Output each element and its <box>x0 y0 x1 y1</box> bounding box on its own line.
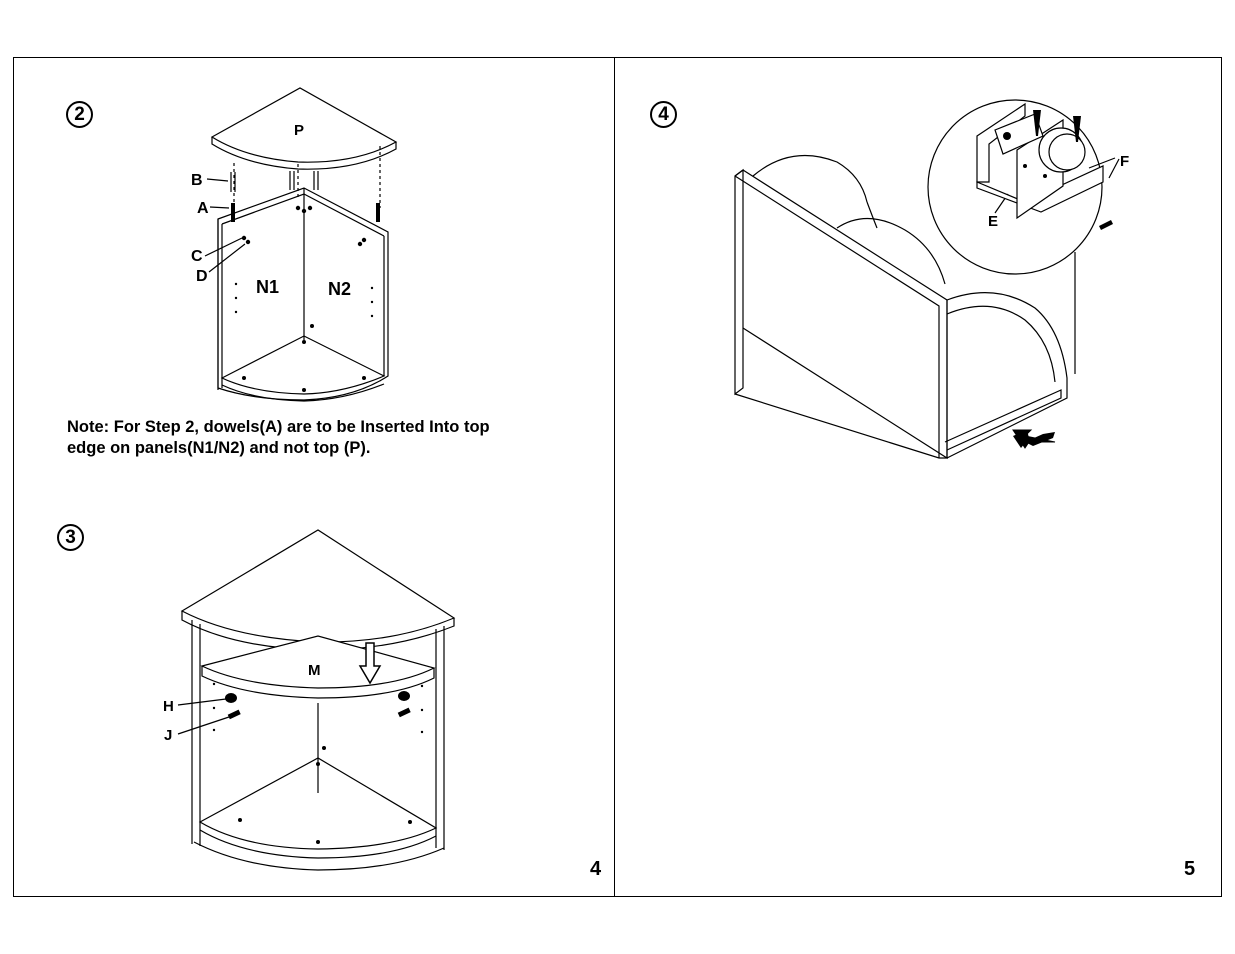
step-4-number: 4 <box>650 101 677 128</box>
step-4-illustration: E F <box>734 99 1129 460</box>
step-2-number: 2 <box>66 101 93 128</box>
label-h: H <box>163 698 174 715</box>
label-p: P <box>294 122 304 139</box>
label-a: A <box>197 200 209 217</box>
note-line-1: Note: For Step 2, dowels(A) are to be In… <box>67 418 490 436</box>
page-left: 2 <box>13 57 615 897</box>
label-c: C <box>191 248 203 265</box>
label-f: F <box>1120 153 1129 170</box>
label-n2: N2 <box>328 279 351 299</box>
label-n1: N1 <box>256 277 279 297</box>
down-arrow-icon <box>358 642 382 685</box>
step-2-note: Note: For Step 2, dowels(A) are to be In… <box>67 417 587 459</box>
label-d: D <box>196 268 208 285</box>
label-e: E <box>988 213 998 230</box>
note-line-2: edge on panels(N1/N2) and not top (P). <box>67 439 371 457</box>
label-m: M <box>308 662 321 679</box>
page-number-right: 5 <box>1184 858 1196 880</box>
page-right: 4 <box>614 57 1222 897</box>
page-number-left: 4 <box>590 858 602 880</box>
step-3-illustration: M H J <box>163 529 456 871</box>
step-2-illustration: P B A C D N1 N2 <box>191 87 398 402</box>
label-b: B <box>191 172 203 189</box>
label-j: J <box>164 727 172 744</box>
step-3-number: 3 <box>57 524 84 551</box>
